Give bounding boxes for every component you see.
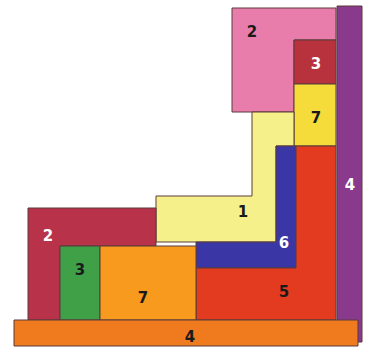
piece-shape [196,146,336,320]
piece-outline [100,246,196,320]
dark-red-piece: 3 [294,40,336,84]
piece-number: 2 [43,229,53,244]
piece-shape [14,320,358,346]
piece-number: 3 [75,263,85,278]
orange-bar-piece: 4 [14,320,358,346]
piece-shape [294,40,336,84]
piece-shape [196,146,296,268]
piece-shape [156,112,294,242]
green-piece: 3 [60,246,100,320]
piece-number: 5 [279,285,289,300]
piece-outline [60,246,100,320]
piece-number: 3 [311,57,321,72]
piece-outline [156,112,294,242]
piece-shape [60,246,100,320]
orange-red-piece: 5 [196,146,336,320]
piece-outline [337,6,362,342]
purple-piece: 4 [337,6,362,342]
piece-shape [294,84,336,146]
piece-number: 7 [138,291,148,306]
piece-number: 7 [311,111,321,126]
orange-piece: 7 [100,246,196,320]
piece-number: 1 [238,205,248,220]
piece-number: 6 [279,236,289,251]
yellow-piece: 7 [294,84,336,146]
piece-number: 4 [185,330,195,345]
piece-outline [196,146,336,320]
piece-number: 4 [345,178,355,193]
piece-number: 2 [247,25,257,40]
light-yellow-piece: 1 [156,112,294,242]
piece-shape [337,6,362,342]
piece-shape [100,246,196,320]
